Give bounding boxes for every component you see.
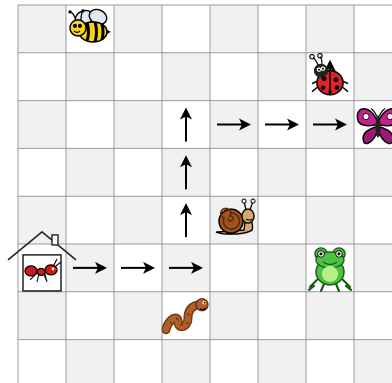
board-cell <box>210 5 258 53</box>
board-cell <box>354 292 392 340</box>
board-cell <box>114 292 162 340</box>
board-cell <box>114 53 162 101</box>
board-cell <box>66 292 114 340</box>
board-cell <box>258 244 306 292</box>
board-cell <box>18 5 66 53</box>
board-cell <box>162 340 210 383</box>
board-cell <box>210 340 258 383</box>
board-cell <box>210 244 258 292</box>
board-cell <box>18 340 66 383</box>
board-cell <box>18 148 66 196</box>
board-cell <box>114 5 162 53</box>
board-cell <box>18 196 66 244</box>
board-cell <box>306 340 354 383</box>
board-cell <box>306 292 354 340</box>
board-cell <box>162 5 210 53</box>
board-cell <box>258 148 306 196</box>
board-cell <box>210 53 258 101</box>
board-cell <box>306 196 354 244</box>
board-cell <box>66 101 114 149</box>
board-cell <box>258 5 306 53</box>
board-cell <box>210 148 258 196</box>
board-cell <box>258 292 306 340</box>
board-cell <box>258 196 306 244</box>
board-cell <box>354 148 392 196</box>
board-cell <box>354 53 392 101</box>
board-cell <box>162 53 210 101</box>
board-cell <box>66 148 114 196</box>
board-cell <box>306 5 354 53</box>
board-cell <box>354 244 392 292</box>
board-cell <box>306 148 354 196</box>
board-cell <box>258 340 306 383</box>
board-cell <box>18 53 66 101</box>
board-cell <box>354 340 392 383</box>
board-cell <box>114 148 162 196</box>
board-cell <box>210 292 258 340</box>
board-cell <box>18 101 66 149</box>
board-cell <box>18 292 66 340</box>
board-cell <box>66 340 114 383</box>
board-cell <box>114 101 162 149</box>
board-cell <box>114 340 162 383</box>
board-cell <box>114 196 162 244</box>
board-cell <box>354 5 392 53</box>
board-cell <box>354 196 392 244</box>
board-cell <box>66 53 114 101</box>
board-cell <box>66 196 114 244</box>
board-cell <box>258 53 306 101</box>
